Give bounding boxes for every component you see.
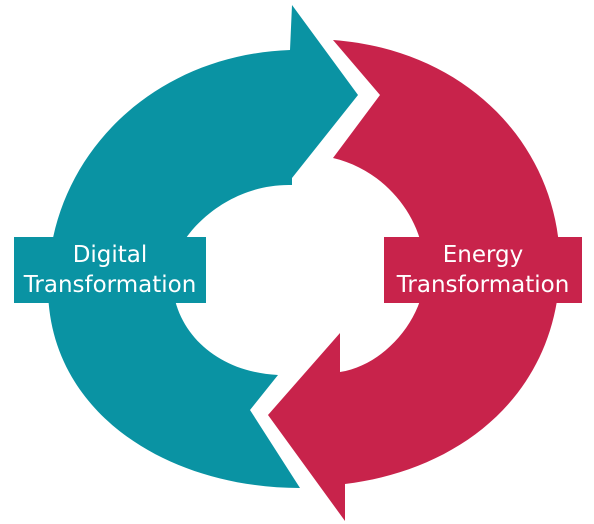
digital-label-box <box>14 237 206 303</box>
energy-label-line2: Transformation <box>396 272 570 298</box>
digital-label-line1: Digital <box>72 242 148 268</box>
energy-transformation-label: Energy Transformation <box>384 237 582 303</box>
energy-transformation-arrow <box>268 40 561 521</box>
energy-label-line1: Energy <box>442 242 524 268</box>
digital-transformation-label: Digital Transformation <box>14 237 206 303</box>
digital-transformation-arrow <box>47 5 358 488</box>
energy-label-box <box>384 237 582 303</box>
digital-label-line2: Transformation <box>23 272 197 298</box>
